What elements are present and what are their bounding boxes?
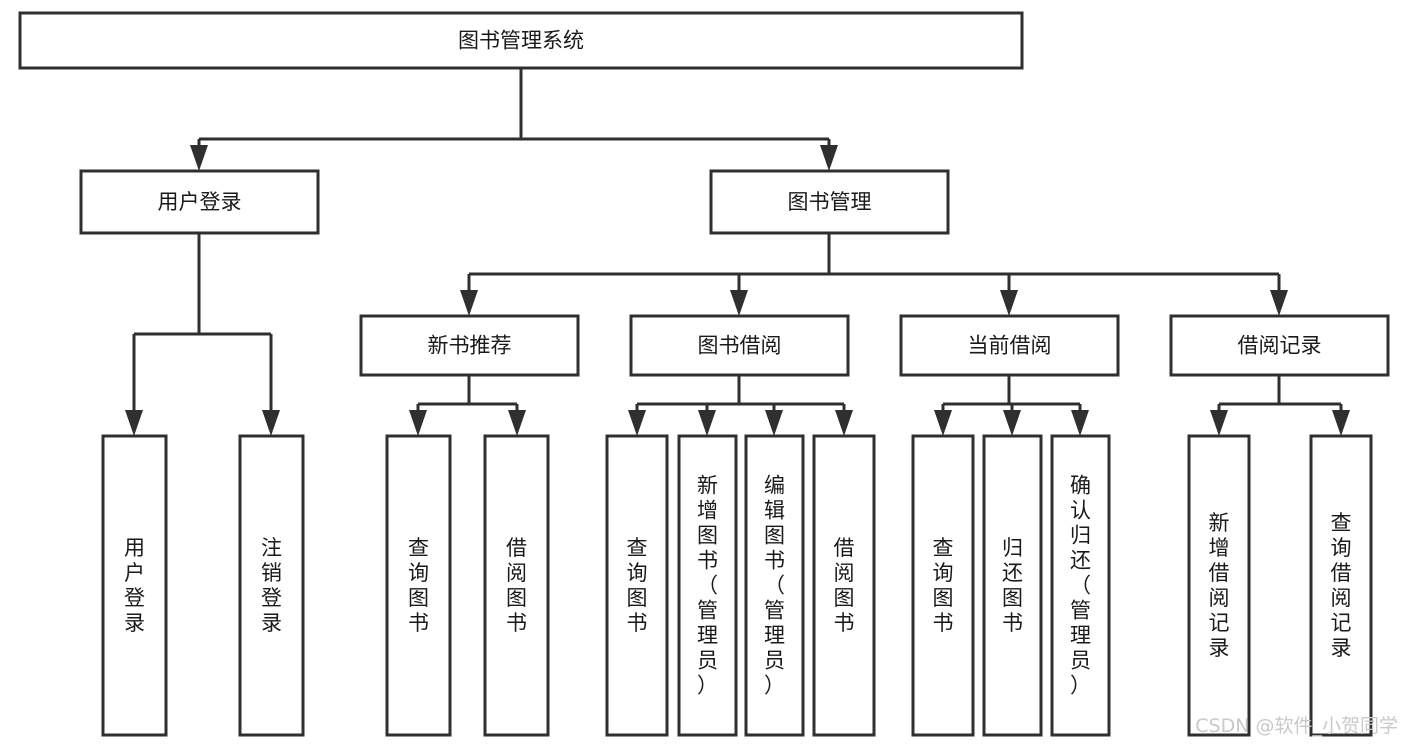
arrow-head-icon: [1000, 290, 1018, 316]
node-label-leaf-query-book-3: 查询图书: [933, 536, 954, 635]
node-leaf-edit-book[interactable]: 编辑图书（管理员）: [744, 434, 805, 737]
node-root[interactable]: 图书管理系统: [18, 11, 1024, 70]
arrow-head-icon: [508, 410, 526, 436]
arrow-head-icon: [190, 145, 208, 171]
node-box-leaf-return-book[interactable]: [982, 434, 1043, 737]
node-label-borrow-record: 借阅记录: [1238, 334, 1322, 358]
node-leaf-borrow-book-2[interactable]: 借阅图书: [812, 434, 876, 737]
arrow-head-icon: [1270, 290, 1288, 316]
node-box-leaf-add-book[interactable]: [677, 434, 738, 737]
node-label-leaf-query-record: 查询借阅记录: [1331, 511, 1352, 660]
node-label-new-book-recommend: 新书推荐: [428, 334, 512, 358]
node-label-user-login: 用户登录: [158, 190, 242, 214]
node-borrow-record[interactable]: 借阅记录: [1169, 314, 1390, 377]
node-book-manage[interactable]: 图书管理: [709, 169, 950, 235]
arrow-head-icon: [125, 410, 143, 436]
node-label-book-manage: 图书管理: [788, 190, 872, 214]
node-label-leaf-user-login: 用户登录: [124, 536, 145, 635]
node-box-leaf-borrow-book-2[interactable]: [812, 434, 876, 737]
node-box-book-manage[interactable]: [709, 169, 950, 235]
node-label-root: 图书管理系统: [458, 29, 584, 53]
node-box-user-login[interactable]: [79, 169, 320, 235]
node-box-leaf-user-logout[interactable]: [238, 434, 305, 737]
node-leaf-confirm-return[interactable]: 确认归还（管理员）: [1050, 434, 1111, 737]
arrow-head-icon: [1003, 410, 1021, 436]
arrow-head-icon: [820, 145, 838, 171]
node-box-borrow-record[interactable]: [1169, 314, 1390, 377]
node-label-leaf-add-record: 新增借阅记录: [1209, 511, 1230, 660]
arrow-head-icon: [934, 410, 952, 436]
node-label-leaf-edit-book: 编辑图书（管理员）: [764, 474, 785, 698]
connector-layer: [125, 68, 1350, 436]
arrow-head-icon: [409, 410, 427, 436]
node-box-current-borrow[interactable]: [899, 314, 1120, 377]
arrow-head-icon: [698, 410, 716, 436]
node-label-leaf-confirm-return: 确认归还（管理员）: [1070, 474, 1091, 698]
node-box-leaf-query-book-2[interactable]: [605, 434, 669, 737]
arrow-head-icon: [730, 290, 748, 316]
node-box-leaf-edit-book[interactable]: [744, 434, 805, 737]
node-label-leaf-query-book-1: 查询图书: [408, 536, 429, 635]
arrow-head-icon: [460, 290, 478, 316]
node-current-borrow[interactable]: 当前借阅: [899, 314, 1120, 377]
arrow-head-icon: [262, 410, 280, 436]
node-box-leaf-confirm-return[interactable]: [1050, 434, 1111, 737]
node-layer: 图书管理系统用户登录图书管理新书推荐图书借阅当前借阅借阅记录用户登录注销登录查询…: [18, 11, 1390, 737]
node-box-book-borrow[interactable]: [629, 314, 850, 377]
node-leaf-add-record[interactable]: 新增借阅记录: [1187, 434, 1251, 737]
node-leaf-query-book-3[interactable]: 查询图书: [911, 434, 975, 737]
node-label-current-borrow: 当前借阅: [968, 334, 1052, 358]
arrow-head-icon: [628, 410, 646, 436]
node-label-leaf-borrow-book-2: 借阅图书: [834, 536, 855, 635]
node-leaf-query-book-1[interactable]: 查询图书: [385, 434, 452, 737]
node-box-root[interactable]: [18, 11, 1024, 70]
node-leaf-return-book[interactable]: 归还图书: [982, 434, 1043, 737]
arrow-head-icon: [1210, 410, 1228, 436]
node-leaf-user-logout[interactable]: 注销登录: [238, 434, 305, 737]
node-box-leaf-user-login[interactable]: [101, 434, 168, 737]
node-leaf-user-login[interactable]: 用户登录: [101, 434, 168, 737]
arrow-head-icon: [1071, 410, 1089, 436]
node-leaf-query-book-2[interactable]: 查询图书: [605, 434, 669, 737]
node-box-leaf-query-record[interactable]: [1309, 434, 1373, 737]
node-user-login[interactable]: 用户登录: [79, 169, 320, 235]
node-label-leaf-user-logout: 注销登录: [261, 536, 282, 635]
watermark-label: CSDN @软件_小贺同学: [1195, 715, 1398, 737]
node-leaf-borrow-book-1[interactable]: 借阅图书: [483, 434, 550, 737]
node-box-leaf-borrow-book-1[interactable]: [483, 434, 550, 737]
node-label-leaf-query-book-2: 查询图书: [627, 536, 648, 635]
arrow-head-icon: [1332, 410, 1350, 436]
arrow-head-icon: [765, 410, 783, 436]
node-label-book-borrow: 图书借阅: [698, 334, 782, 358]
arrow-head-icon: [835, 410, 853, 436]
node-new-book-recommend[interactable]: 新书推荐: [359, 314, 580, 377]
node-box-leaf-query-book-1[interactable]: [385, 434, 452, 737]
node-box-leaf-add-record[interactable]: [1187, 434, 1251, 737]
node-label-leaf-borrow-book-1: 借阅图书: [506, 536, 527, 635]
node-leaf-query-record[interactable]: 查询借阅记录: [1309, 434, 1373, 737]
node-leaf-add-book[interactable]: 新增图书（管理员）: [677, 434, 738, 737]
node-box-leaf-query-book-3[interactable]: [911, 434, 975, 737]
node-label-leaf-return-book: 归还图书: [1002, 536, 1023, 635]
node-box-new-book-recommend[interactable]: [359, 314, 580, 377]
node-label-leaf-add-book: 新增图书（管理员）: [697, 474, 718, 698]
node-book-borrow[interactable]: 图书借阅: [629, 314, 850, 377]
